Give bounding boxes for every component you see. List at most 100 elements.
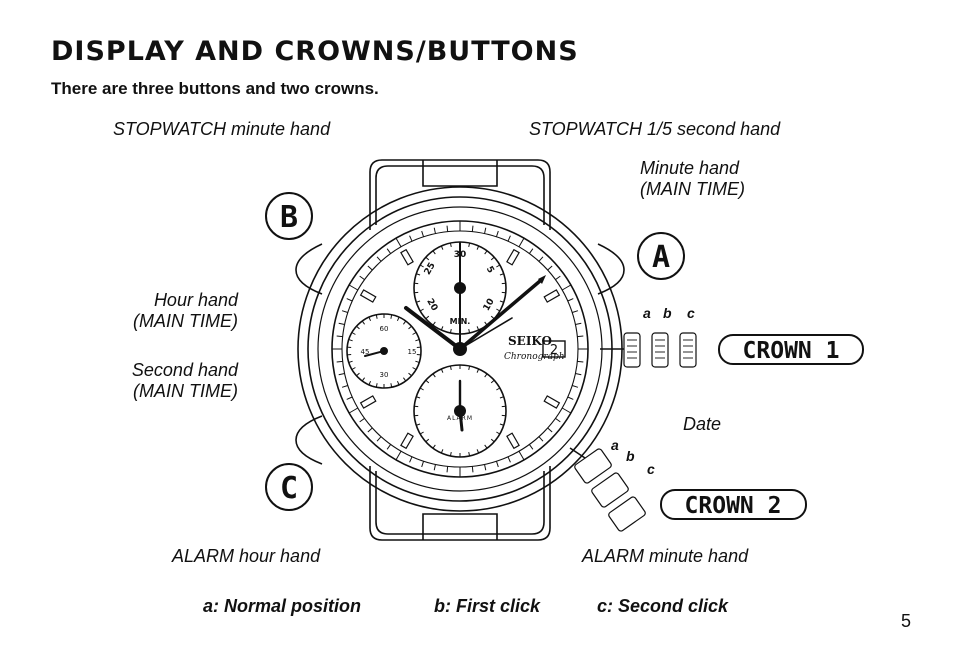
crown2-letter-c: c <box>647 461 655 477</box>
dial-tick <box>395 237 402 248</box>
hour-index <box>400 432 414 450</box>
subdial-tick <box>476 368 480 373</box>
dial-tick <box>471 225 474 232</box>
dial-tick <box>348 407 359 414</box>
dial-tick <box>367 427 373 433</box>
hour-index <box>543 289 561 303</box>
date-value: 2 <box>550 343 558 358</box>
button-c-badge <box>265 463 313 511</box>
label-stopwatch-minute-hand: STOPWATCH minute hand <box>113 119 331 139</box>
dial-tick <box>341 310 348 314</box>
dial-tick <box>567 298 574 302</box>
crown1-letter-c: c <box>687 305 695 321</box>
page-subtitle: There are three buttons and two crowns. <box>51 79 379 98</box>
dial-tick <box>538 436 544 442</box>
subdial-tick <box>432 250 436 255</box>
subdial-tick <box>425 256 430 261</box>
page-number: 5 <box>901 611 912 631</box>
crown-2-badge <box>660 489 807 520</box>
min-number-20: 20 <box>424 297 439 313</box>
crown2-pos-a <box>574 448 612 484</box>
legend-a: a: Normal position <box>203 596 362 616</box>
subdial-tick <box>368 316 372 322</box>
subdial-tick <box>496 264 501 268</box>
dial-tick <box>518 237 525 248</box>
crown2-letter-b: b <box>626 448 635 464</box>
subdial-tick <box>490 379 495 384</box>
subdial-tick <box>425 315 430 320</box>
label-minute-hand-line1: Minute hand <box>640 158 740 178</box>
subdial-tick <box>419 264 424 268</box>
subdial-tick <box>476 326 480 331</box>
sec-number-45: 45 <box>361 348 370 356</box>
subdial-tick <box>432 373 436 378</box>
watch-case-outline <box>369 159 551 541</box>
subdial-tick <box>415 360 420 363</box>
dial-tick <box>567 396 574 400</box>
subdial-tick <box>356 372 360 377</box>
subdial-tick <box>440 368 444 373</box>
pusher-b-shape <box>295 243 323 295</box>
label-hour-hand-line1: Hour hand <box>153 290 238 310</box>
subdial-tick <box>449 328 452 334</box>
dial-tick <box>484 464 487 471</box>
dial-tick <box>484 227 487 234</box>
label-second-hand: Second hand (MAIN TIME) <box>132 360 238 402</box>
hour-index <box>506 248 520 266</box>
dial-tick <box>528 248 534 254</box>
date-window <box>542 340 566 358</box>
legend-b: b: First click <box>434 596 541 616</box>
crown-1-badge <box>718 334 864 365</box>
subdial-tick <box>356 325 360 330</box>
dial-tick <box>348 284 359 291</box>
dial-tick <box>577 335 584 338</box>
subdial-tick <box>499 423 504 426</box>
crown-1-label: CROWN 1 <box>743 338 840 364</box>
alarm-subdial-pivot <box>454 405 466 417</box>
label-hour-hand: Hour hand (MAIN TIME) <box>133 290 238 332</box>
dial-tick <box>446 225 449 232</box>
label-stopwatch-fifth-second-hand: STOPWATCH 1/5 second hand <box>529 119 781 139</box>
subdial-tick <box>351 332 356 335</box>
crown1-letter-a: a <box>643 305 651 321</box>
dial-model: Chronograph <box>504 352 565 362</box>
subdial-tick <box>490 256 495 261</box>
dial-tick <box>495 230 499 237</box>
dial-tick <box>409 456 413 463</box>
subdial-tick <box>432 321 436 326</box>
subdial-tick <box>468 365 471 371</box>
button-b-badge <box>265 192 313 240</box>
label-hour-hand-line2: (MAIN TIME) <box>133 311 238 331</box>
crown2-pos-c <box>608 496 646 532</box>
dial-tick <box>547 427 553 433</box>
hour-index <box>359 395 377 409</box>
subdial-tick <box>490 438 495 443</box>
subdial-tick <box>449 242 452 248</box>
subdial-tick <box>425 438 430 443</box>
subdial-tick <box>375 314 378 319</box>
dial-min-label: MIN. <box>450 317 471 326</box>
dial-tick <box>446 466 449 473</box>
crown-2-positions <box>574 448 646 532</box>
dial-tick <box>507 456 511 463</box>
dial-tick <box>561 284 572 291</box>
dial-tick <box>346 396 353 400</box>
min-number-30: 30 <box>454 250 467 260</box>
subdial-tick <box>361 320 366 325</box>
subdial-tick <box>412 367 417 370</box>
main-hour-hand <box>404 306 462 351</box>
dial-tick <box>341 384 348 388</box>
subdial-tick <box>440 449 444 454</box>
subdial-tick <box>416 423 421 426</box>
subdial-tick <box>416 300 421 303</box>
dial-tick <box>376 436 382 442</box>
subdial-tick <box>432 444 436 449</box>
main-minute-hand <box>458 279 542 351</box>
legend-c: c: Second click <box>597 596 729 616</box>
label-alarm-hour-hand: ALARM hour hand <box>172 546 321 566</box>
button-b-letter: B <box>280 200 298 235</box>
subdial-tick <box>351 367 356 370</box>
dial-tick <box>386 248 392 254</box>
subdial-tick <box>468 328 471 334</box>
subdial-tick <box>368 380 372 386</box>
